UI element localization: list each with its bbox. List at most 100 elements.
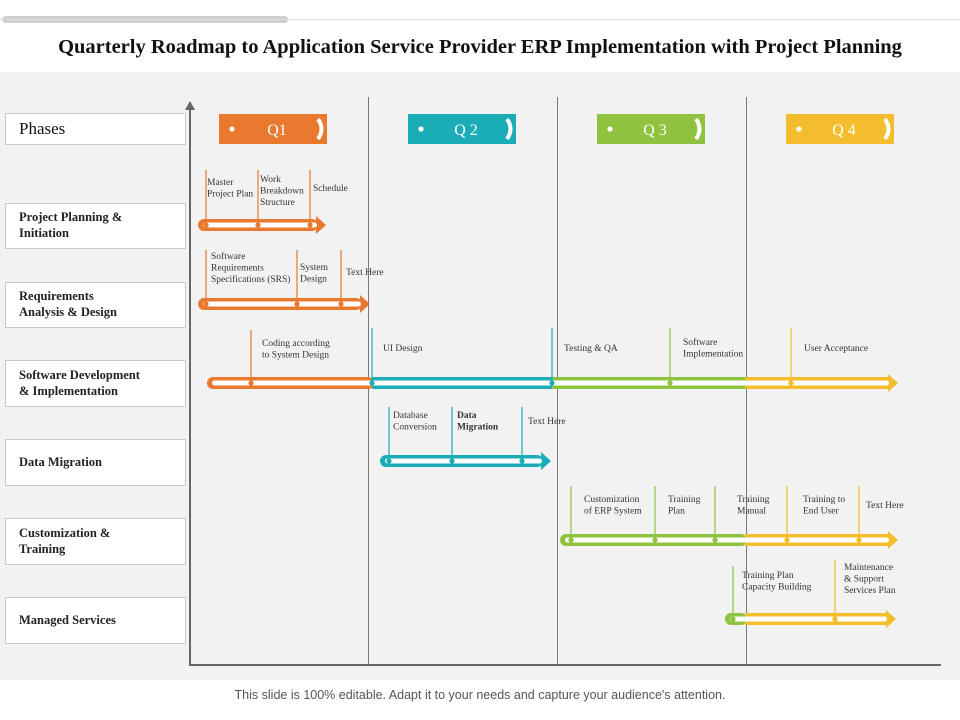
bar-arrow-head: [316, 216, 326, 234]
task-label-line: Database: [393, 411, 428, 421]
task-label: Training to End User: [803, 495, 845, 517]
page-title: Quarterly Roadmap to Application Service…: [58, 36, 902, 58]
quarter-header-bg: [597, 114, 705, 144]
task-label-line: Software: [683, 337, 717, 348]
task-label-line: Training: [737, 495, 770, 505]
bar-inner-track: [385, 458, 542, 464]
task-label-line: Data: [457, 411, 477, 421]
bar-arrow-head: [541, 452, 551, 470]
task-label-line: Training: [668, 495, 701, 505]
bar-inner-track: [565, 537, 889, 543]
quarter-header-curve: [694, 117, 702, 141]
task-label-line: Maintenance: [844, 563, 893, 573]
phase-label: Customization & Training: [19, 525, 111, 556]
task-label-line: to System Design: [262, 351, 329, 361]
task-marker-dot: [203, 301, 209, 307]
phase-label: Software Development & Implementation: [19, 367, 140, 398]
task-label-line: of ERP System: [584, 506, 642, 517]
task-label-line: Work: [260, 175, 281, 185]
quarter-header-curve: [883, 117, 891, 141]
task-label-line: Implementation: [683, 350, 743, 360]
task-marker-dot: [338, 301, 344, 307]
task-label-line: Design: [300, 275, 327, 285]
task-marker-dot: [449, 458, 455, 464]
task-label-line: Capacity Building: [742, 583, 812, 593]
task-label: User Acceptance: [804, 344, 868, 354]
quarter-header-q4: Q 4: [786, 114, 894, 144]
task-marker-dot: [784, 537, 790, 543]
quarter-header-q1: Q1: [219, 114, 327, 144]
task-label-line: User Acceptance: [804, 344, 868, 354]
phase-label: Data Migration: [19, 454, 102, 469]
task-label-line: Migration: [457, 423, 499, 433]
footer-note: This slide is 100% editable. Adapt it to…: [234, 688, 726, 702]
phase-box-customization: Customization & Training: [5, 518, 186, 565]
task-marker-dot: [652, 537, 658, 543]
task-label-line: Structure: [260, 198, 295, 208]
bar-inner-track: [730, 616, 887, 622]
bar-arrow-head: [888, 531, 898, 549]
task-label-line: Testing & QA: [564, 344, 618, 354]
task-marker-dot: [203, 222, 209, 228]
task-label-line: Specifications (SRS): [211, 274, 290, 285]
bar-inner-track: [203, 301, 361, 307]
task-label-line: Customization: [584, 495, 640, 505]
phase-label: Requirements Analysis & Design: [19, 289, 117, 319]
quarter-bullet-icon: [229, 126, 235, 132]
task-marker-dot: [369, 380, 375, 386]
task-marker-dot: [856, 537, 862, 543]
task-marker-dot: [730, 616, 736, 622]
task-label-line: Schedule: [313, 184, 348, 194]
task-label-line: Services Plan: [844, 586, 896, 596]
task-marker-dot: [248, 380, 254, 386]
task-label: Testing & QA: [564, 344, 618, 354]
quarter-label: Q 4: [832, 122, 856, 139]
phase-label: Managed Services: [19, 612, 116, 627]
task-label-line: Project Plan: [207, 190, 253, 200]
task-label-line: Manual: [737, 507, 766, 517]
task-label-line: Conversion: [393, 423, 437, 433]
phase-label: Project Planning & Initiation: [19, 210, 123, 240]
task-label-line: End User: [803, 507, 839, 517]
task-marker-dot: [788, 380, 794, 386]
phase-box-managed-services: Managed Services: [5, 597, 186, 644]
task-label-line: Text Here: [528, 417, 566, 427]
phase-box-software-development: Software Development & Implementation: [5, 360, 186, 407]
task-label: Schedule: [313, 184, 348, 194]
quarter-bullet-icon: [418, 126, 424, 132]
phases-header: Phases: [5, 113, 186, 145]
task-label-line: Plan: [668, 507, 685, 517]
bar-arrow-head: [886, 610, 896, 628]
timeline-axis-horizontal: [189, 664, 941, 666]
task-marker-dot: [568, 537, 574, 543]
task-marker-dot: [307, 222, 313, 228]
task-label-line: Training to: [803, 495, 845, 505]
task-label-line: UI Design: [383, 344, 423, 354]
phases-header-label: Phases: [19, 119, 66, 139]
quarter-header-q3: Q 3: [597, 114, 705, 144]
quarter-header-bg: [219, 114, 327, 144]
task-label-line: Text Here: [346, 268, 384, 278]
timeline-axis-vertical: [189, 108, 191, 666]
quarter-bullet-icon: [796, 126, 802, 132]
quarter-header-bg: [786, 114, 894, 144]
